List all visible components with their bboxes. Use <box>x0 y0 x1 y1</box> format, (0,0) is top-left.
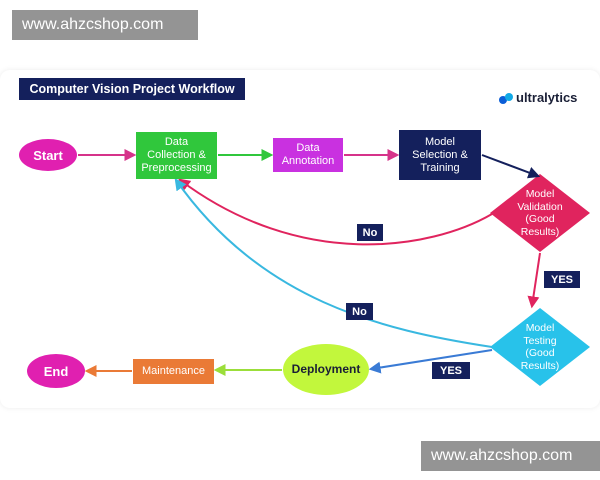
model-selection-node: Model Selection & Training <box>399 130 481 180</box>
start-label: Start <box>33 147 63 163</box>
arrow-selection-to-validation <box>481 154 541 179</box>
arrow-validation-no-loop <box>178 178 493 246</box>
model-testing-label: Model Testing (Good Results) <box>520 322 560 372</box>
data-collection-node: Data Collection & Preprocessing <box>136 132 217 179</box>
logo-text: ultralytics <box>516 90 578 105</box>
arrow-testing-no-loop <box>174 178 493 348</box>
model-validation-node: Model Validation (Good Results) <box>506 185 574 241</box>
data-collection-label: Data Collection & Preprocessing <box>141 136 212 174</box>
end-node: End <box>27 354 85 388</box>
data-annotation-node: Data Annotation <box>273 138 343 172</box>
no-label-validation: No <box>357 224 383 241</box>
arrow-validation-yes <box>527 252 541 309</box>
model-validation-diamond <box>490 174 590 252</box>
model-testing-node: Model Testing (Good Results) <box>506 319 574 375</box>
watermark-bottom: www.ahzcshop.com <box>421 441 600 471</box>
deployment-node: Deployment <box>283 344 369 395</box>
start-node: Start <box>19 139 77 171</box>
yes-label-testing: YES <box>432 362 470 379</box>
model-selection-label: Model Selection & Training <box>412 135 468 174</box>
no-label-testing: No <box>346 303 373 320</box>
model-testing-diamond <box>490 308 590 386</box>
data-annotation-label: Data Annotation <box>281 142 335 167</box>
end-label: End <box>43 363 69 379</box>
ultralytics-logo-icon <box>499 93 513 104</box>
model-validation-label: Model Validation (Good Results) <box>517 188 563 238</box>
deployment-label: Deployment <box>291 362 361 376</box>
diagram-title: Computer Vision Project Workflow <box>19 78 245 100</box>
arrow-testing-yes <box>368 349 493 374</box>
watermark-top: www.ahzcshop.com <box>12 10 198 40</box>
maintenance-node: Maintenance <box>133 359 214 384</box>
yes-label-validation: YES <box>544 271 580 288</box>
maintenance-label: Maintenance <box>142 365 205 377</box>
